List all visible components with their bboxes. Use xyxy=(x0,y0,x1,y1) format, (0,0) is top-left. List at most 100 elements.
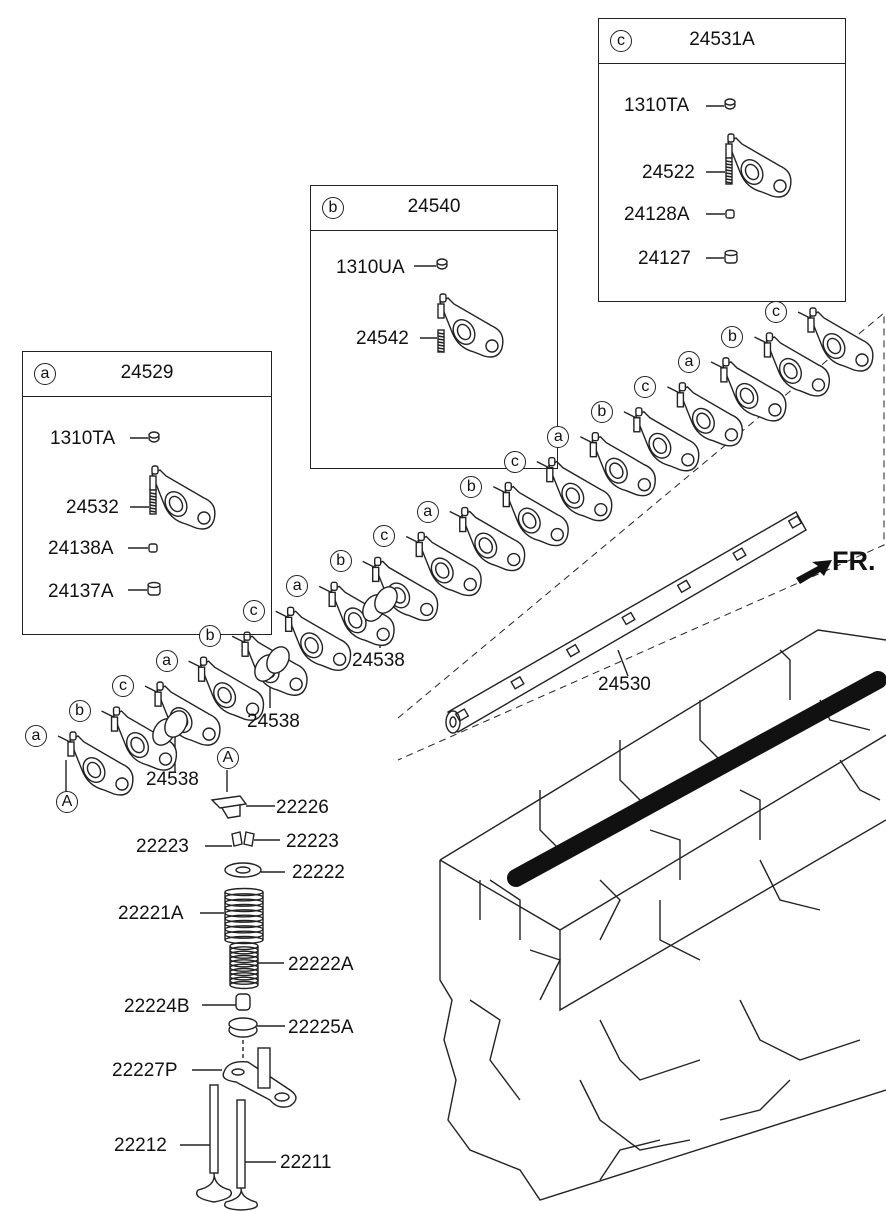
shaft-oil-hole xyxy=(676,579,692,594)
rocker-leader xyxy=(318,585,332,593)
rocker-leader xyxy=(188,660,201,668)
kit-box-b-header: b 24540 xyxy=(311,186,557,231)
kit-a-callout: a xyxy=(34,363,56,385)
label-outer-spring: 22221A xyxy=(118,903,184,924)
rocker-arm xyxy=(110,706,178,771)
rocker-leader xyxy=(710,361,724,369)
rocker-arm xyxy=(502,481,569,547)
kit-a-part-4: 24137A xyxy=(48,581,114,602)
rocker-leader xyxy=(362,560,376,569)
front-label: FR. xyxy=(832,546,876,576)
label-spacer-1: 24538 xyxy=(352,650,405,671)
rocker-leader xyxy=(536,461,550,469)
rocker-shaft xyxy=(445,511,807,734)
kit-b-callout: b xyxy=(322,197,344,219)
rocker-leader xyxy=(144,685,158,693)
kit-a-cup xyxy=(147,581,161,596)
label-stem-seal: 22224B xyxy=(124,996,190,1017)
cylinder-head xyxy=(439,629,886,1201)
rocker-arm xyxy=(546,456,613,522)
rocker-arm xyxy=(197,656,265,721)
rocker-callout: c xyxy=(373,525,396,548)
shaft-oil-hole xyxy=(510,675,525,690)
rocker-arm xyxy=(459,506,526,572)
rocker-callout: c xyxy=(765,301,787,323)
shaft-oil-hole xyxy=(621,611,636,626)
kit-b-part-2: 24542 xyxy=(356,328,409,349)
adjust-screw-icon xyxy=(149,489,157,515)
adjust-screw-icon xyxy=(725,157,733,185)
label-valve-b: 22211 xyxy=(280,1152,332,1173)
rocker-leader xyxy=(492,485,506,494)
injector-tube xyxy=(507,671,886,887)
rocker-leader xyxy=(449,510,463,519)
spacer-ring xyxy=(152,710,188,746)
rocker-callout: b xyxy=(329,550,352,573)
rocker-arm xyxy=(676,382,743,447)
kit-a-part-2: 24532 xyxy=(66,497,119,518)
rocker-callout: b xyxy=(590,400,613,423)
rocker-callout: c xyxy=(634,375,657,398)
reference-a-lower: A xyxy=(56,791,78,813)
spacer-ring xyxy=(254,646,290,682)
kit-b-number: 24540 xyxy=(407,196,461,217)
label-guide-plate: 22227P xyxy=(112,1060,178,1081)
kit-box-c-header: c 24531A xyxy=(599,19,845,64)
outer-spring-coil xyxy=(224,887,264,945)
shaft-oil-hole xyxy=(565,643,581,658)
rocker-arm xyxy=(415,531,482,597)
rocker-leader xyxy=(405,535,419,544)
kit-c-part-3: 24128A xyxy=(624,204,690,225)
rocker-leader xyxy=(275,610,288,618)
rocker-arm xyxy=(633,407,700,472)
kit-c-cup xyxy=(724,249,738,264)
kit-a-part-3: 24138A xyxy=(48,538,114,559)
kit-c-small-part xyxy=(725,209,735,219)
rocker-leader xyxy=(667,386,680,394)
reference-a-upper: A xyxy=(217,747,239,769)
label-valve-a: 22212 xyxy=(114,1135,167,1156)
rocker-arm xyxy=(763,332,831,397)
rocker-callout: a xyxy=(416,500,439,523)
lock-nut-icon xyxy=(436,258,448,270)
kit-box-a-header: a 24529 xyxy=(23,352,271,397)
shaft-oil-hole xyxy=(787,515,803,529)
kit-c-rocker xyxy=(725,133,792,198)
rocker-arm xyxy=(720,357,787,422)
rocker-arm xyxy=(328,581,395,647)
kit-a-number: 24529 xyxy=(120,362,174,383)
kit-box-c: c 24531A xyxy=(598,18,846,302)
kit-a-small-part xyxy=(148,543,158,553)
kit-box-a: a 24529 xyxy=(22,351,272,635)
rocker-arm xyxy=(67,731,134,796)
kit-c-callout: c xyxy=(610,30,632,52)
rocker-arm xyxy=(284,606,352,671)
valve-train-parts xyxy=(180,795,297,1211)
kit-c-part-4: 24127 xyxy=(638,248,691,269)
kit-c-part-1: 1310TA xyxy=(624,95,690,116)
rocker-callout: c xyxy=(503,450,526,473)
label-cotter-left: 22223 xyxy=(136,836,189,857)
kit-box-b: b 24540 xyxy=(310,185,558,469)
label-rocker-shaft: 24530 xyxy=(598,674,651,695)
rocker-callout: b xyxy=(721,325,744,348)
kit-a-part-1: 1310TA xyxy=(50,428,116,449)
rocker-leader xyxy=(231,635,245,643)
rocker-callout: b xyxy=(460,475,483,498)
lock-nut-icon xyxy=(148,431,160,443)
rocker-callout: a xyxy=(286,575,309,598)
front-arrow-icon xyxy=(796,560,832,584)
rocker-callout: a xyxy=(25,725,47,747)
rocker-callout: c xyxy=(112,675,135,698)
label-inner-spring: 22222A xyxy=(288,954,354,975)
shaft-assembly-outline xyxy=(397,311,885,761)
kit-c-number: 24531A xyxy=(689,29,755,50)
rocker-leader xyxy=(101,710,114,718)
lock-nut-icon xyxy=(724,98,736,110)
label-spring-seat: 22225A xyxy=(288,1017,354,1038)
adjust-screw-icon xyxy=(437,329,445,353)
inner-spring-coil xyxy=(229,941,259,990)
kit-b-part-1: 1310UA xyxy=(336,257,405,278)
